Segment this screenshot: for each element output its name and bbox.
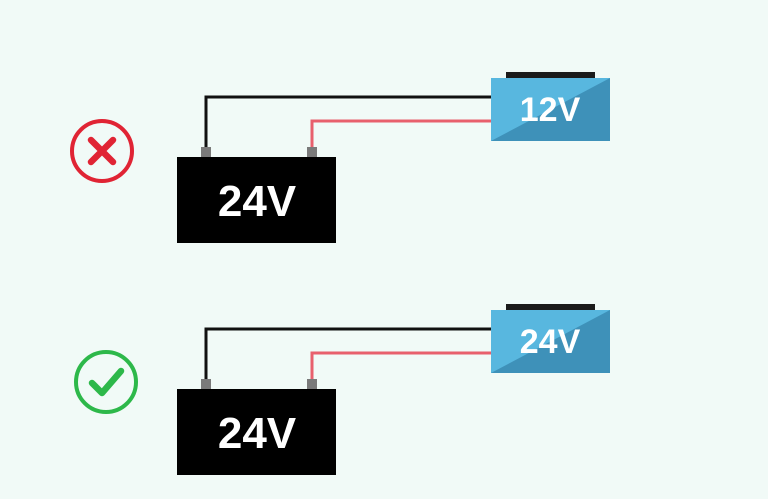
panel-incorrect: 24V 12V <box>70 72 610 243</box>
battery-label: 24V <box>218 409 297 458</box>
device: 12V <box>491 72 610 141</box>
negative-wire <box>204 95 493 150</box>
positive-terminal <box>307 379 317 390</box>
positive-terminal <box>307 147 317 158</box>
positive-wire <box>310 119 493 150</box>
negative-wire <box>204 327 493 383</box>
battery-label: 24V <box>218 177 297 226</box>
device-label: 24V <box>520 323 581 361</box>
positive-wire <box>310 351 493 383</box>
x-circle-icon <box>70 119 134 183</box>
device-cap <box>506 72 595 79</box>
panel-correct: 24V 24V <box>74 304 610 475</box>
device-label: 12V <box>520 91 581 129</box>
device-cap <box>506 304 595 311</box>
battery: 24V <box>177 379 336 475</box>
battery: 24V <box>177 147 336 243</box>
negative-terminal <box>201 379 211 390</box>
device: 24V <box>491 304 610 373</box>
negative-terminal <box>201 147 211 158</box>
check-circle-icon <box>74 350 138 414</box>
